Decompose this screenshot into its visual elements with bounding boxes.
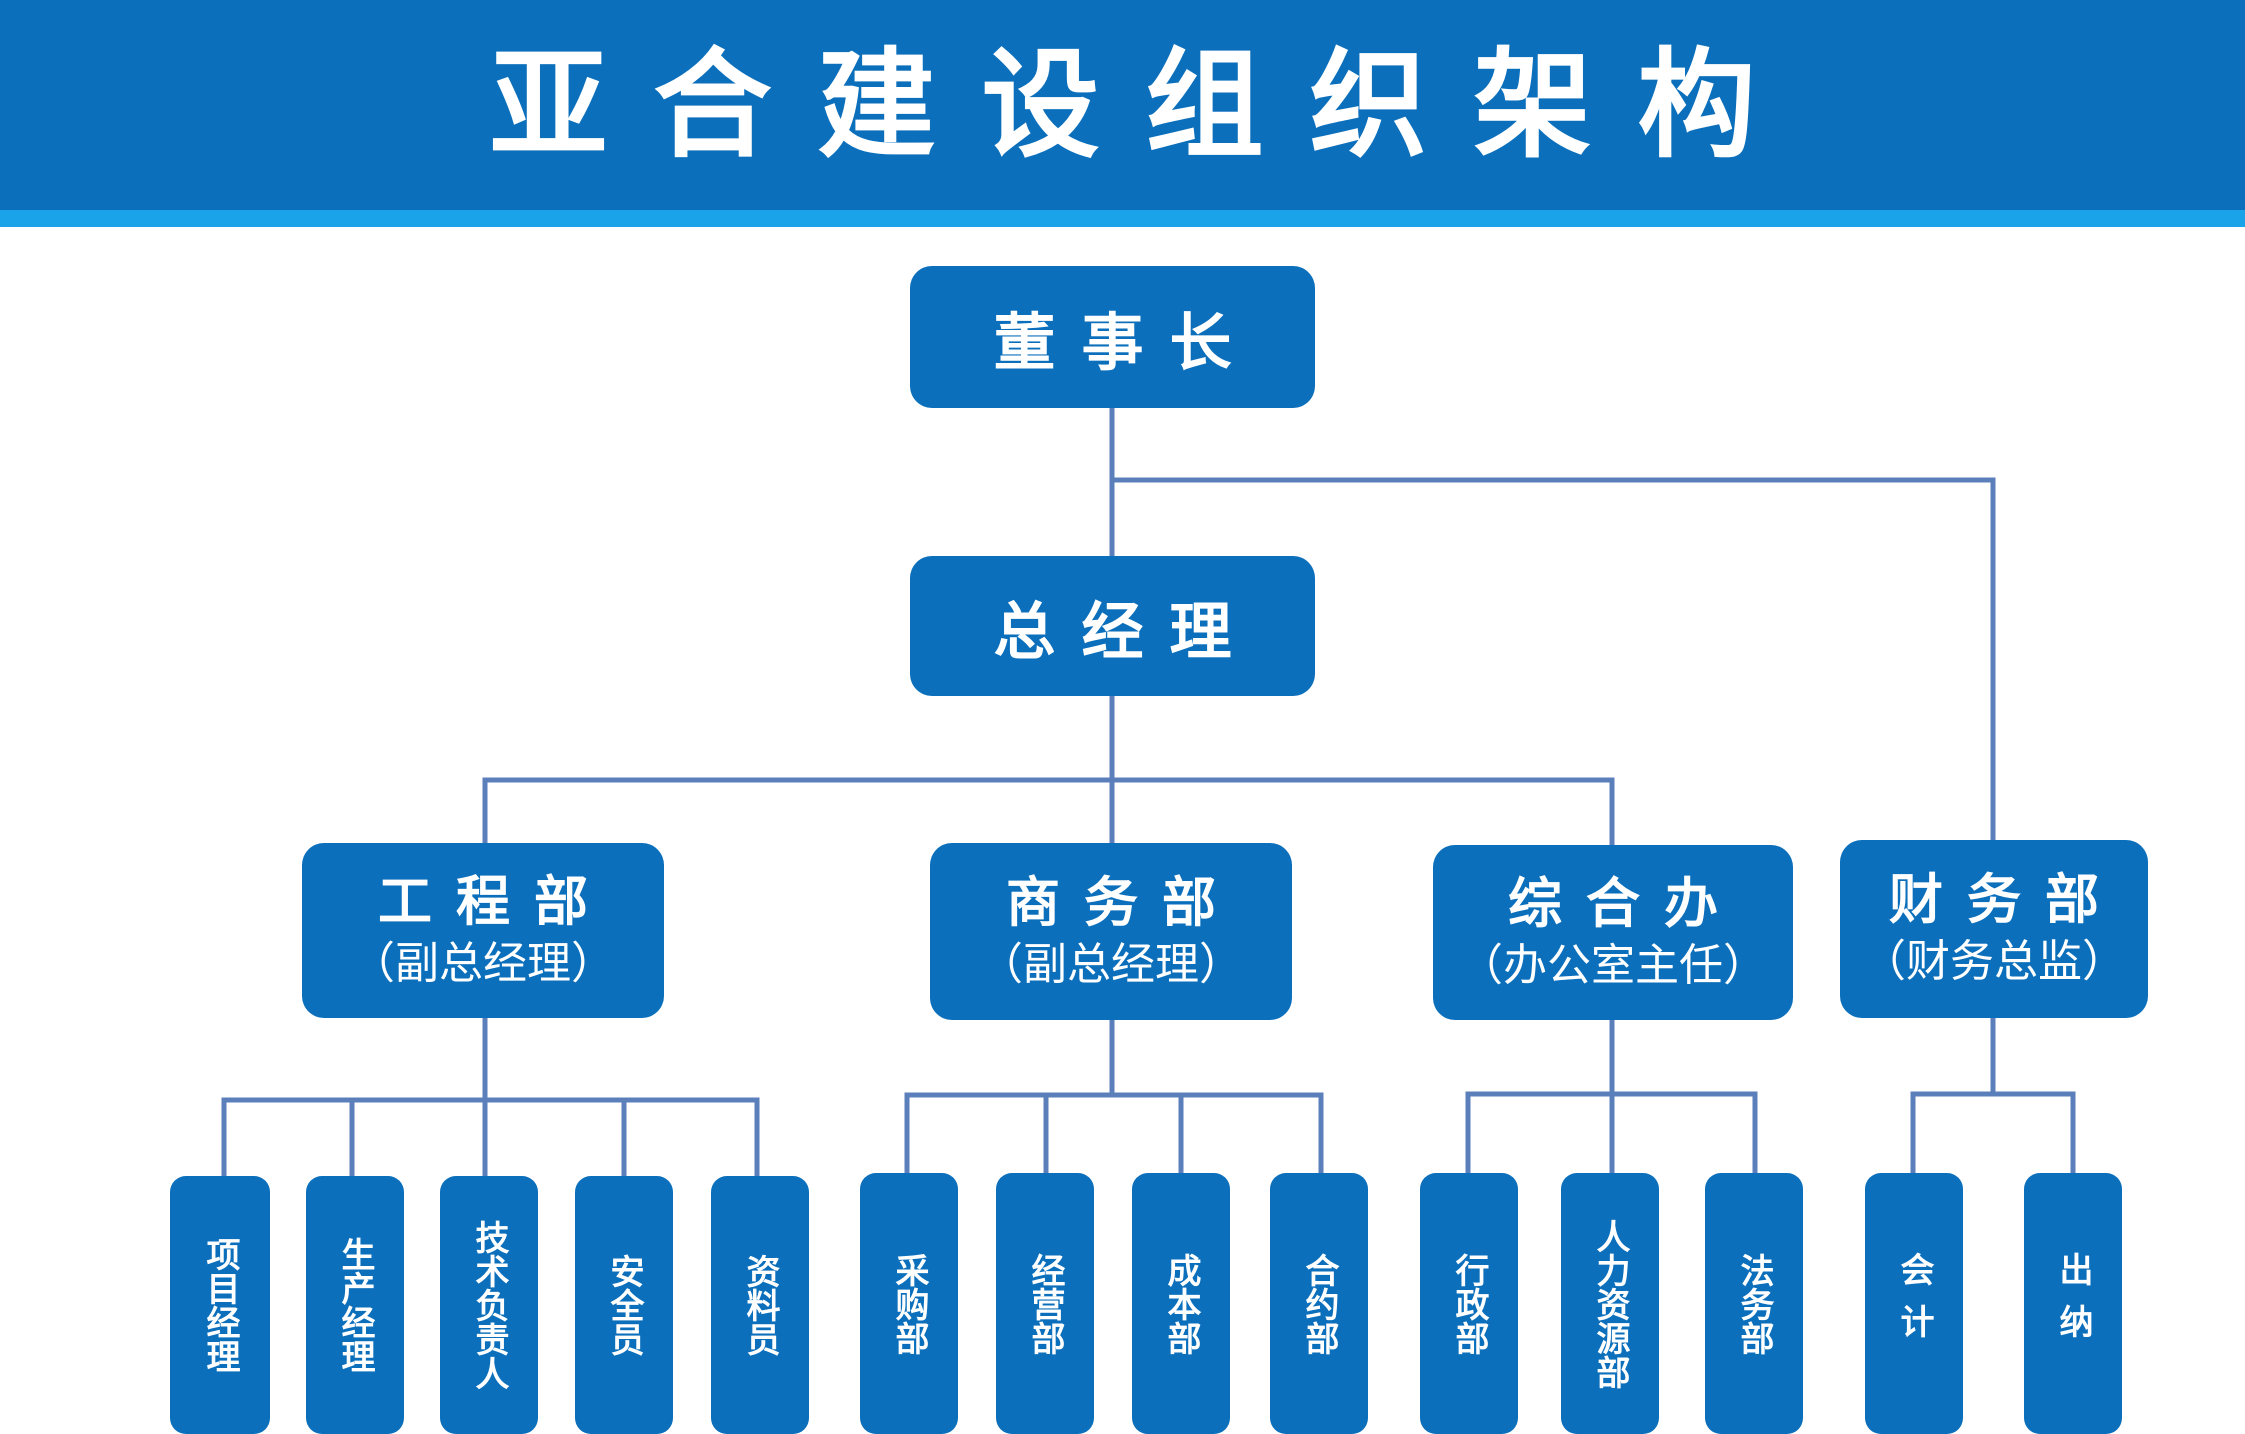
unit-label: 行政部 — [1449, 1252, 1489, 1355]
department-name: 综合办 — [1508, 871, 1742, 935]
unit-node-cashier: 出纳 — [2024, 1173, 2122, 1434]
unit-node-document-clerk: 资料员 — [711, 1176, 809, 1434]
chart-title: 亚合建设组织架构 — [489, 36, 1802, 174]
connector-admin-bus — [1465, 1017, 1758, 1176]
chairman-label: 董事长 — [993, 306, 1258, 379]
header-stripe — [0, 210, 2245, 227]
unit-label: 安全员 — [604, 1254, 644, 1356]
unit-label: 技术负责人 — [469, 1220, 509, 1390]
department-head: （财务总监） — [1862, 936, 2126, 987]
connector-chairman-finance — [1109, 477, 1996, 843]
unit-node-safety-officer: 安全员 — [575, 1176, 673, 1434]
unit-node-operations: 经营部 — [996, 1173, 1094, 1434]
unit-label: 出纳 — [2053, 1251, 2093, 1356]
unit-node-project-manager: 项目经理 — [170, 1176, 270, 1434]
department-head: （副总经理） — [351, 937, 615, 989]
unit-label: 项目经理 — [200, 1237, 240, 1373]
chairman-node: 董事长 — [910, 266, 1315, 408]
unit-label: 合约部 — [1299, 1252, 1339, 1355]
department-node-engineering: 工程部 （副总经理） — [302, 843, 664, 1018]
department-head: （办公室主任） — [1459, 939, 1767, 991]
unit-node-human-resources: 人力资源部 — [1561, 1173, 1659, 1434]
unit-node-technical-lead: 技术负责人 — [440, 1176, 538, 1434]
unit-node-accounting: 会计 — [1865, 1173, 1963, 1434]
unit-label: 经营部 — [1025, 1252, 1065, 1355]
unit-label: 生产经理 — [335, 1237, 375, 1373]
department-head: （副总经理） — [979, 938, 1243, 990]
unit-node-legal: 法务部 — [1705, 1173, 1803, 1434]
general-manager-node: 总经理 — [910, 556, 1315, 696]
unit-label: 人力资源部 — [1590, 1218, 1630, 1389]
unit-label: 成本部 — [1161, 1252, 1201, 1355]
department-node-finance: 财务部 （财务总监） — [1840, 840, 2148, 1018]
department-node-commerce: 商务部 （副总经理） — [930, 843, 1292, 1020]
unit-node-administration: 行政部 — [1420, 1173, 1518, 1434]
unit-label: 资料员 — [740, 1254, 780, 1356]
unit-node-purchasing: 采购部 — [860, 1173, 958, 1434]
connector-finance-bus — [1910, 1015, 2076, 1176]
department-name: 财务部 — [1889, 868, 2123, 931]
unit-node-contracts: 合约部 — [1270, 1173, 1368, 1434]
general-manager-label: 总经理 — [993, 595, 1258, 668]
connector-commerce-bus — [904, 1017, 1324, 1179]
connector-engineering-bus — [221, 1015, 760, 1179]
unit-label: 法务部 — [1734, 1252, 1774, 1355]
department-name: 工程部 — [378, 869, 612, 933]
unit-label: 采购部 — [889, 1252, 929, 1355]
unit-node-production-manager: 生产经理 — [306, 1176, 404, 1434]
department-name: 商务部 — [1006, 870, 1240, 934]
unit-node-cost: 成本部 — [1132, 1173, 1230, 1434]
department-node-admin: 综合办 （办公室主任） — [1433, 845, 1793, 1020]
header-band — [0, 0, 2245, 210]
unit-label: 会计 — [1894, 1251, 1934, 1356]
